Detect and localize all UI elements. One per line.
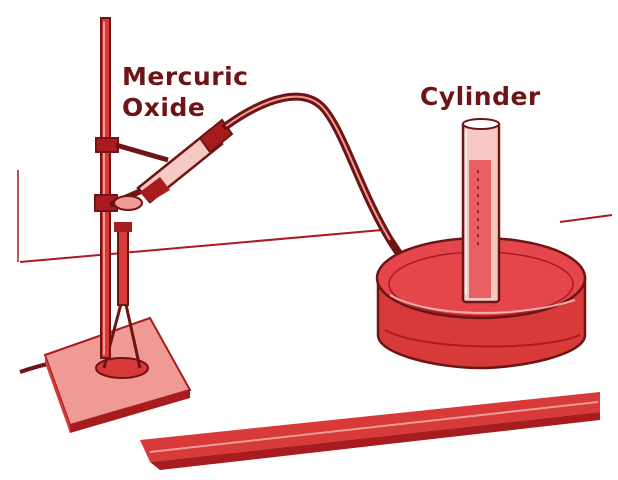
- gas-cylinder: [461, 118, 501, 304]
- burner-base: [95, 357, 149, 379]
- upper-clamp-arm: [115, 142, 169, 163]
- base-plate-side: [70, 390, 190, 433]
- stand-rod: [100, 17, 111, 359]
- table-front-shadow: [150, 412, 600, 470]
- cylinder-top: [462, 118, 500, 130]
- test-tube: [136, 118, 234, 204]
- base-plate-left: [45, 355, 70, 433]
- label-cylinder: Cylinder: [420, 82, 541, 111]
- burner-leg-right: [123, 299, 142, 369]
- label-oxide: Oxide: [122, 93, 206, 122]
- delivery-tube-highlight: [225, 95, 391, 241]
- burner-tube: [117, 229, 129, 306]
- cylinder-water: [469, 160, 491, 298]
- trough-base-curve: [384, 329, 581, 348]
- clamp-screw: [113, 195, 143, 211]
- table-front-highlight: [149, 401, 599, 453]
- clamp: [94, 137, 169, 212]
- table-back-edge-left: [19, 229, 383, 263]
- burner-top: [114, 222, 132, 232]
- mercuric-oxide-sample: [140, 177, 170, 202]
- water-reflection: [389, 294, 576, 314]
- table-back-edge-right: [559, 214, 613, 223]
- label-mercuric: Mercuric: [122, 62, 249, 91]
- upper-clamp-boss: [95, 137, 119, 153]
